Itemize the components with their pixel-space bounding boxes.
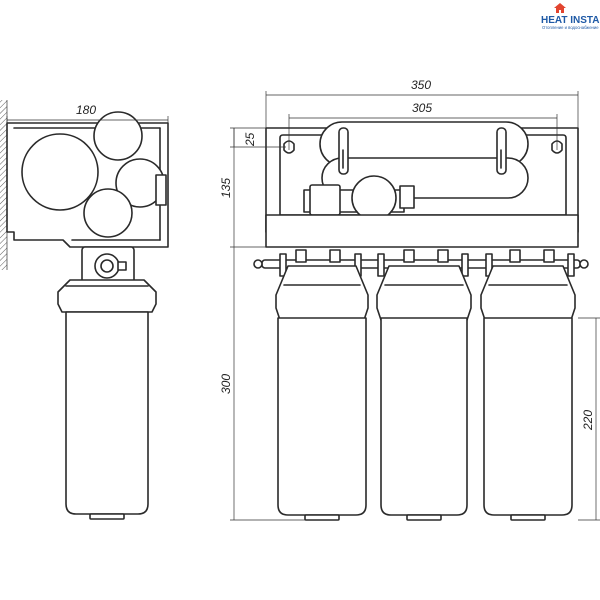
dim-overall-width: 350 (411, 78, 431, 92)
wall-hatch (0, 100, 8, 270)
filter-housing-3 (480, 265, 576, 521)
stored-cartridge-large (21, 133, 99, 211)
dim-mount-spacing: 305 (412, 101, 432, 115)
dim-mount-offset: 25 (243, 132, 257, 147)
dim-filter-height: 300 (219, 374, 233, 394)
logo-name: HEAT INSTALL (541, 15, 600, 26)
upper-clip-left (338, 127, 349, 175)
dim-housing-height: 220 (581, 410, 595, 431)
mount-hole-left (283, 140, 295, 154)
dimension-labels: 180 350 305 25 135 300 220 (76, 78, 595, 431)
brand-logo: HEAT INSTALL Отопление и водоснабжение (541, 3, 600, 30)
logo-tagline: Отопление и водоснабжение (542, 25, 599, 30)
side-filter-housing (65, 311, 149, 515)
bolt-group (279, 249, 575, 277)
dim-side-width: 180 (76, 103, 96, 117)
stored-cartridge-bottom (83, 188, 133, 238)
mount-shelf (265, 214, 579, 248)
dimension-lines (6, 91, 600, 521)
stored-cartridge-top (93, 111, 143, 161)
front-view (253, 121, 589, 521)
dim-bracket-height: 135 (219, 178, 233, 198)
upper-clip-right (496, 127, 507, 175)
inlet-port (94, 253, 120, 279)
mount-hole-right (551, 140, 563, 154)
side-view (0, 100, 169, 520)
house-icon (554, 3, 566, 13)
filter-housing-1 (275, 265, 369, 521)
front-inlet (351, 175, 397, 221)
filter-housing-2 (376, 265, 472, 521)
